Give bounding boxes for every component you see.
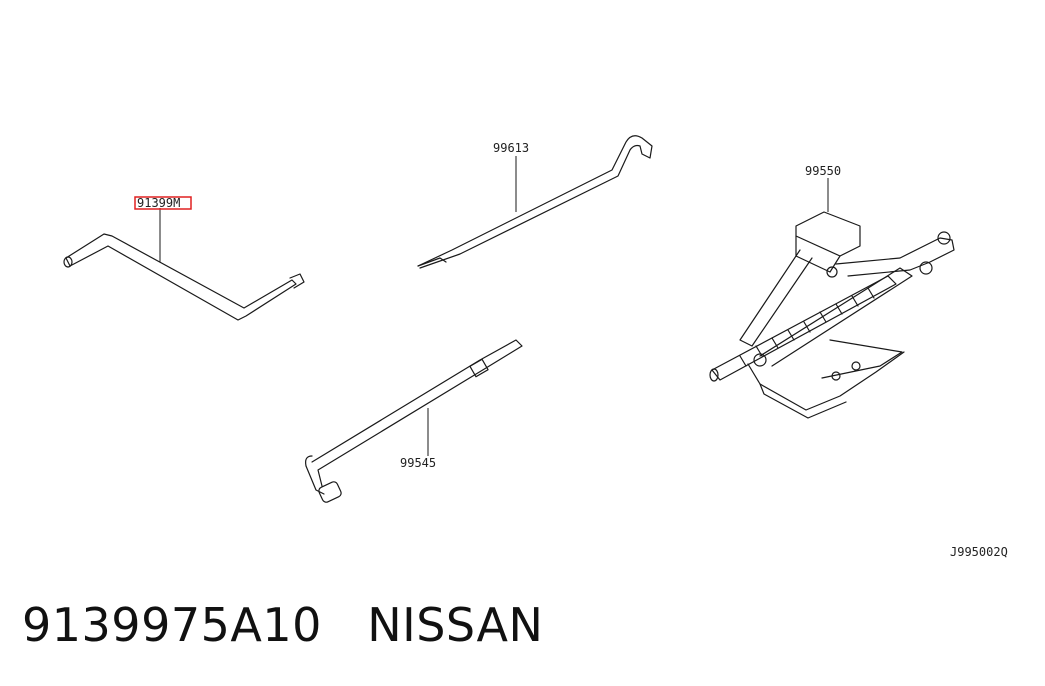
scissor-jack-drawing	[709, 178, 955, 419]
tow-hook-drawing	[417, 135, 653, 269]
jack-handle-drawing	[63, 208, 305, 321]
illustration-code: J995002Q	[950, 545, 1008, 559]
caption-part-number: 9139975A10	[22, 598, 322, 652]
callout-99550: 99550	[805, 164, 841, 178]
highlight-box	[134, 196, 192, 210]
caption-brand: NISSAN	[367, 598, 544, 652]
wheel-wrench-drawing	[305, 339, 523, 503]
callout-99613: 99613	[493, 141, 529, 155]
caption: 9139975A10 NISSAN	[22, 598, 543, 652]
callout-91399m: 91399M	[137, 196, 180, 210]
callout-99545: 99545	[400, 456, 436, 470]
